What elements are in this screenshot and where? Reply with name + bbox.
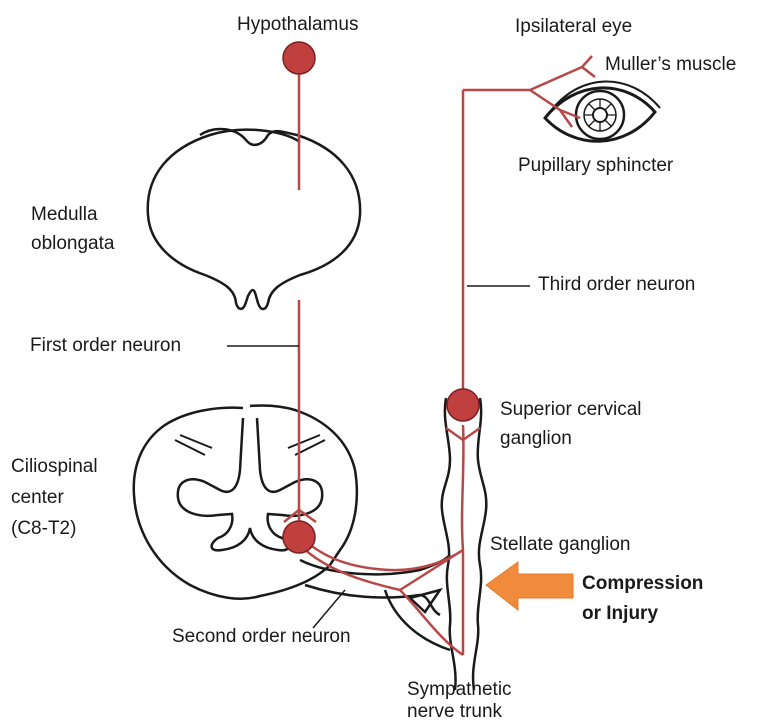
ipsilateral-eye-label: Ipsilateral eye [515,12,632,42]
superior-cervical-ganglion-node [447,389,479,421]
medulla-oblongata-outline [148,129,360,309]
sympathetic-trunk-right-edge [473,398,486,690]
third-order-neuron-label: Third order neuron [538,270,695,300]
compression-label-line2: or Injury [582,599,658,629]
compression-label-line1: Compression [582,569,703,599]
stellate-ganglion-label: Stellate ganglion [490,530,631,560]
dorsal-horn-left [175,435,212,455]
second-order-neuron-label: Second order neuron [172,622,351,652]
ciliospinal-label-line1: Ciliospinal [11,452,98,482]
hypothalamus-node [283,42,315,74]
ramus-outline-loop [385,590,450,650]
dorsal-horn-right [288,435,325,455]
medulla-label-line2: oblongata [31,229,114,259]
ciliospinal-label-line2: center [11,483,64,513]
ciliospinal-label-line3: (C8-T2) [11,514,76,544]
compression-arrow-icon [486,562,573,610]
muller-muscle-label: Muller’s muscle [605,50,736,80]
trunk-ascending-path [462,425,463,550]
hypothalamus-label: Hypothalamus [237,10,358,40]
first-order-neuron-label: First order neuron [30,331,181,361]
sympathetic-trunk-left-edge [442,398,456,690]
ciliospinal-center-node [283,521,315,553]
medulla-label-line1: Medulla [31,200,98,230]
superior-cervical-label-line1: Superior cervical [500,395,642,425]
pupillary-sphincter-label: Pupillary sphincter [518,151,673,181]
superior-cervical-label-line2: ganglion [500,424,572,454]
